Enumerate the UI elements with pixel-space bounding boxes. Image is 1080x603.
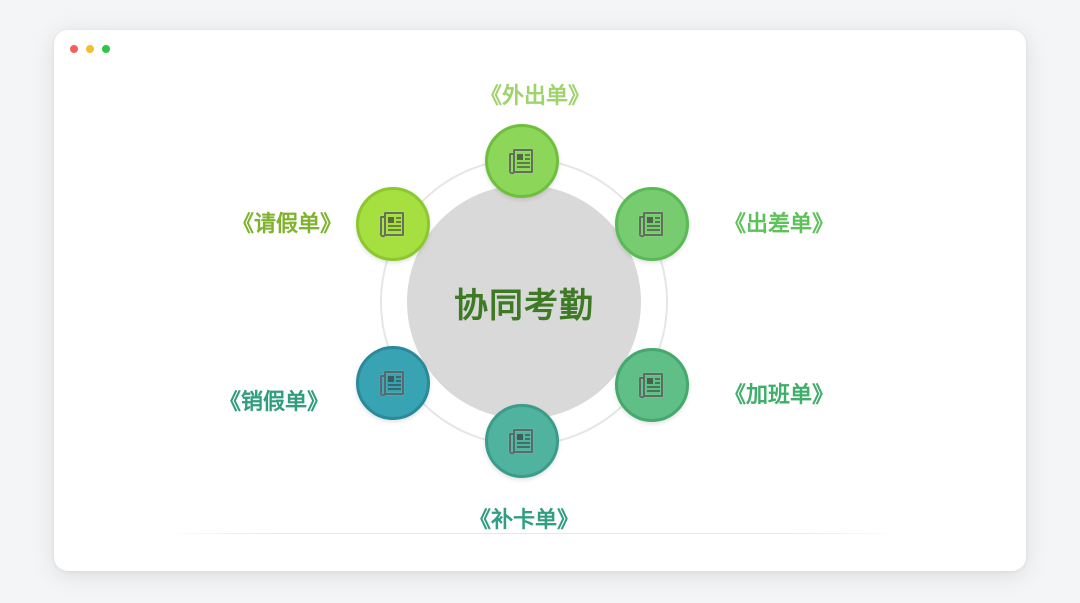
node-leave[interactable] xyxy=(356,187,430,261)
label-business-trip: 《出差单》 xyxy=(724,212,835,237)
window: 协同考勤 《外出单》 《出差单》 xyxy=(54,30,1026,571)
maximize-dot-icon[interactable] xyxy=(102,45,110,53)
label-outing: 《外出单》 xyxy=(480,84,591,109)
document-icon xyxy=(638,211,664,238)
node-outing[interactable] xyxy=(485,124,559,198)
minimize-dot-icon[interactable] xyxy=(86,45,94,53)
window-controls xyxy=(70,45,110,53)
document-icon xyxy=(638,372,664,399)
label-card-supplement: 《补卡单》 xyxy=(468,508,579,533)
label-overtime: 《加班单》 xyxy=(724,383,835,408)
label-leave: 《请假单》 xyxy=(232,212,343,237)
node-leave-cancel[interactable] xyxy=(356,346,430,420)
center-hub: 协同考勤 xyxy=(407,185,641,419)
document-icon xyxy=(508,428,534,455)
center-title: 协同考勤 xyxy=(454,285,594,326)
document-icon xyxy=(379,211,405,238)
divider xyxy=(164,533,900,534)
node-overtime[interactable] xyxy=(615,348,689,422)
document-icon xyxy=(508,148,534,175)
label-leave-cancel: 《销假单》 xyxy=(219,390,330,415)
node-card-supplement[interactable] xyxy=(485,404,559,478)
document-icon xyxy=(379,370,405,397)
node-business-trip[interactable] xyxy=(615,187,689,261)
close-dot-icon[interactable] xyxy=(70,45,78,53)
